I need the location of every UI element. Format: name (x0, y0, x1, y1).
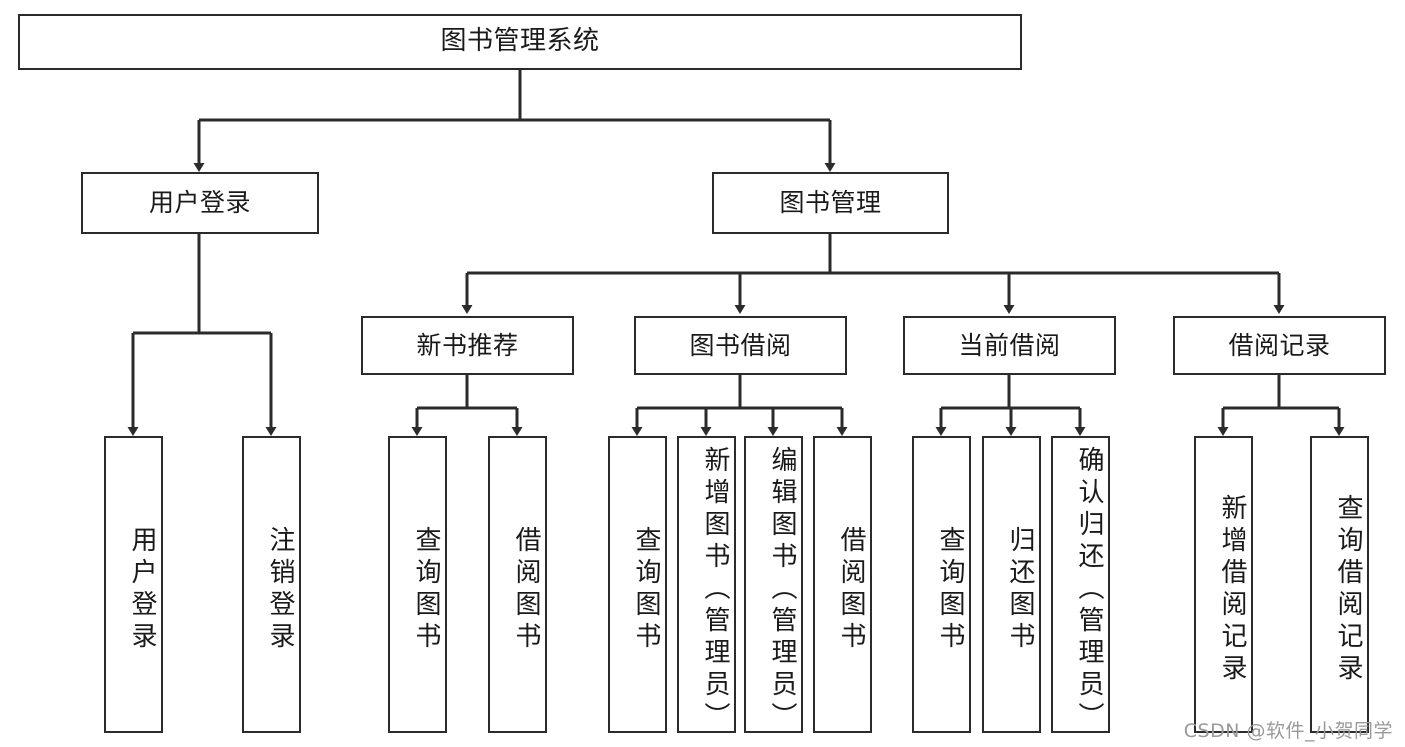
leaf-logout-login-label: 注销登录 (265, 525, 295, 654)
leaf-query-book-1[interactable]: 查询图书 (388, 436, 447, 733)
leaf-borrow-book-2-label: 借阅图书 (836, 525, 866, 654)
leaf-query-record[interactable]: 查询借阅记录 (1310, 436, 1369, 733)
leaf-return-book-label: 归还图书 (1005, 525, 1035, 654)
leaf-confirm-return[interactable]: 确认归还（管理员） (1051, 436, 1110, 734)
leaf-query-book-2-label: 查询图书 (631, 525, 661, 654)
leaf-edit-book[interactable]: 编辑图书（管理员） (744, 436, 803, 734)
leaf-user-login[interactable]: 用户登录 (104, 436, 163, 733)
csdn-watermark: CSDN @软件_小贺同学 (1183, 720, 1393, 742)
node-current-borrow[interactable]: 当前借阅 (903, 316, 1116, 375)
leaf-query-record-label: 查询借阅记录 (1333, 493, 1363, 686)
leaf-query-book-3[interactable]: 查询图书 (912, 436, 971, 733)
leaf-borrow-book-2[interactable]: 借阅图书 (813, 436, 872, 733)
node-borrow-record[interactable]: 借阅记录 (1173, 316, 1386, 375)
leaf-borrow-book-1-label: 借阅图书 (511, 525, 541, 654)
leaf-query-book-1-label: 查询图书 (411, 525, 441, 654)
node-book-management[interactable]: 图书管理 (712, 172, 949, 234)
leaf-borrow-book-1[interactable]: 借阅图书 (488, 436, 547, 733)
leaf-add-record[interactable]: 新增借阅记录 (1194, 436, 1253, 733)
node-book-borrow[interactable]: 图书借阅 (634, 316, 847, 375)
node-user-login[interactable]: 用户登录 (81, 172, 319, 234)
leaf-confirm-return-label: 确认归还（管理员） (1074, 445, 1104, 734)
leaf-query-book-2[interactable]: 查询图书 (608, 436, 667, 733)
leaf-edit-book-label: 编辑图书（管理员） (767, 445, 797, 734)
leaf-add-book[interactable]: 新增图书（管理员） (677, 436, 736, 734)
leaf-return-book[interactable]: 归还图书 (982, 436, 1041, 733)
leaf-add-record-label: 新增借阅记录 (1217, 493, 1247, 686)
leaf-logout-login[interactable]: 注销登录 (242, 436, 301, 733)
node-new-book-recommend[interactable]: 新书推荐 (361, 316, 574, 375)
leaf-user-login-label: 用户登录 (127, 525, 157, 654)
leaf-query-book-3-label: 查询图书 (935, 525, 965, 654)
node-root-system[interactable]: 图书管理系统 (18, 14, 1022, 70)
leaf-add-book-label: 新增图书（管理员） (700, 445, 730, 734)
